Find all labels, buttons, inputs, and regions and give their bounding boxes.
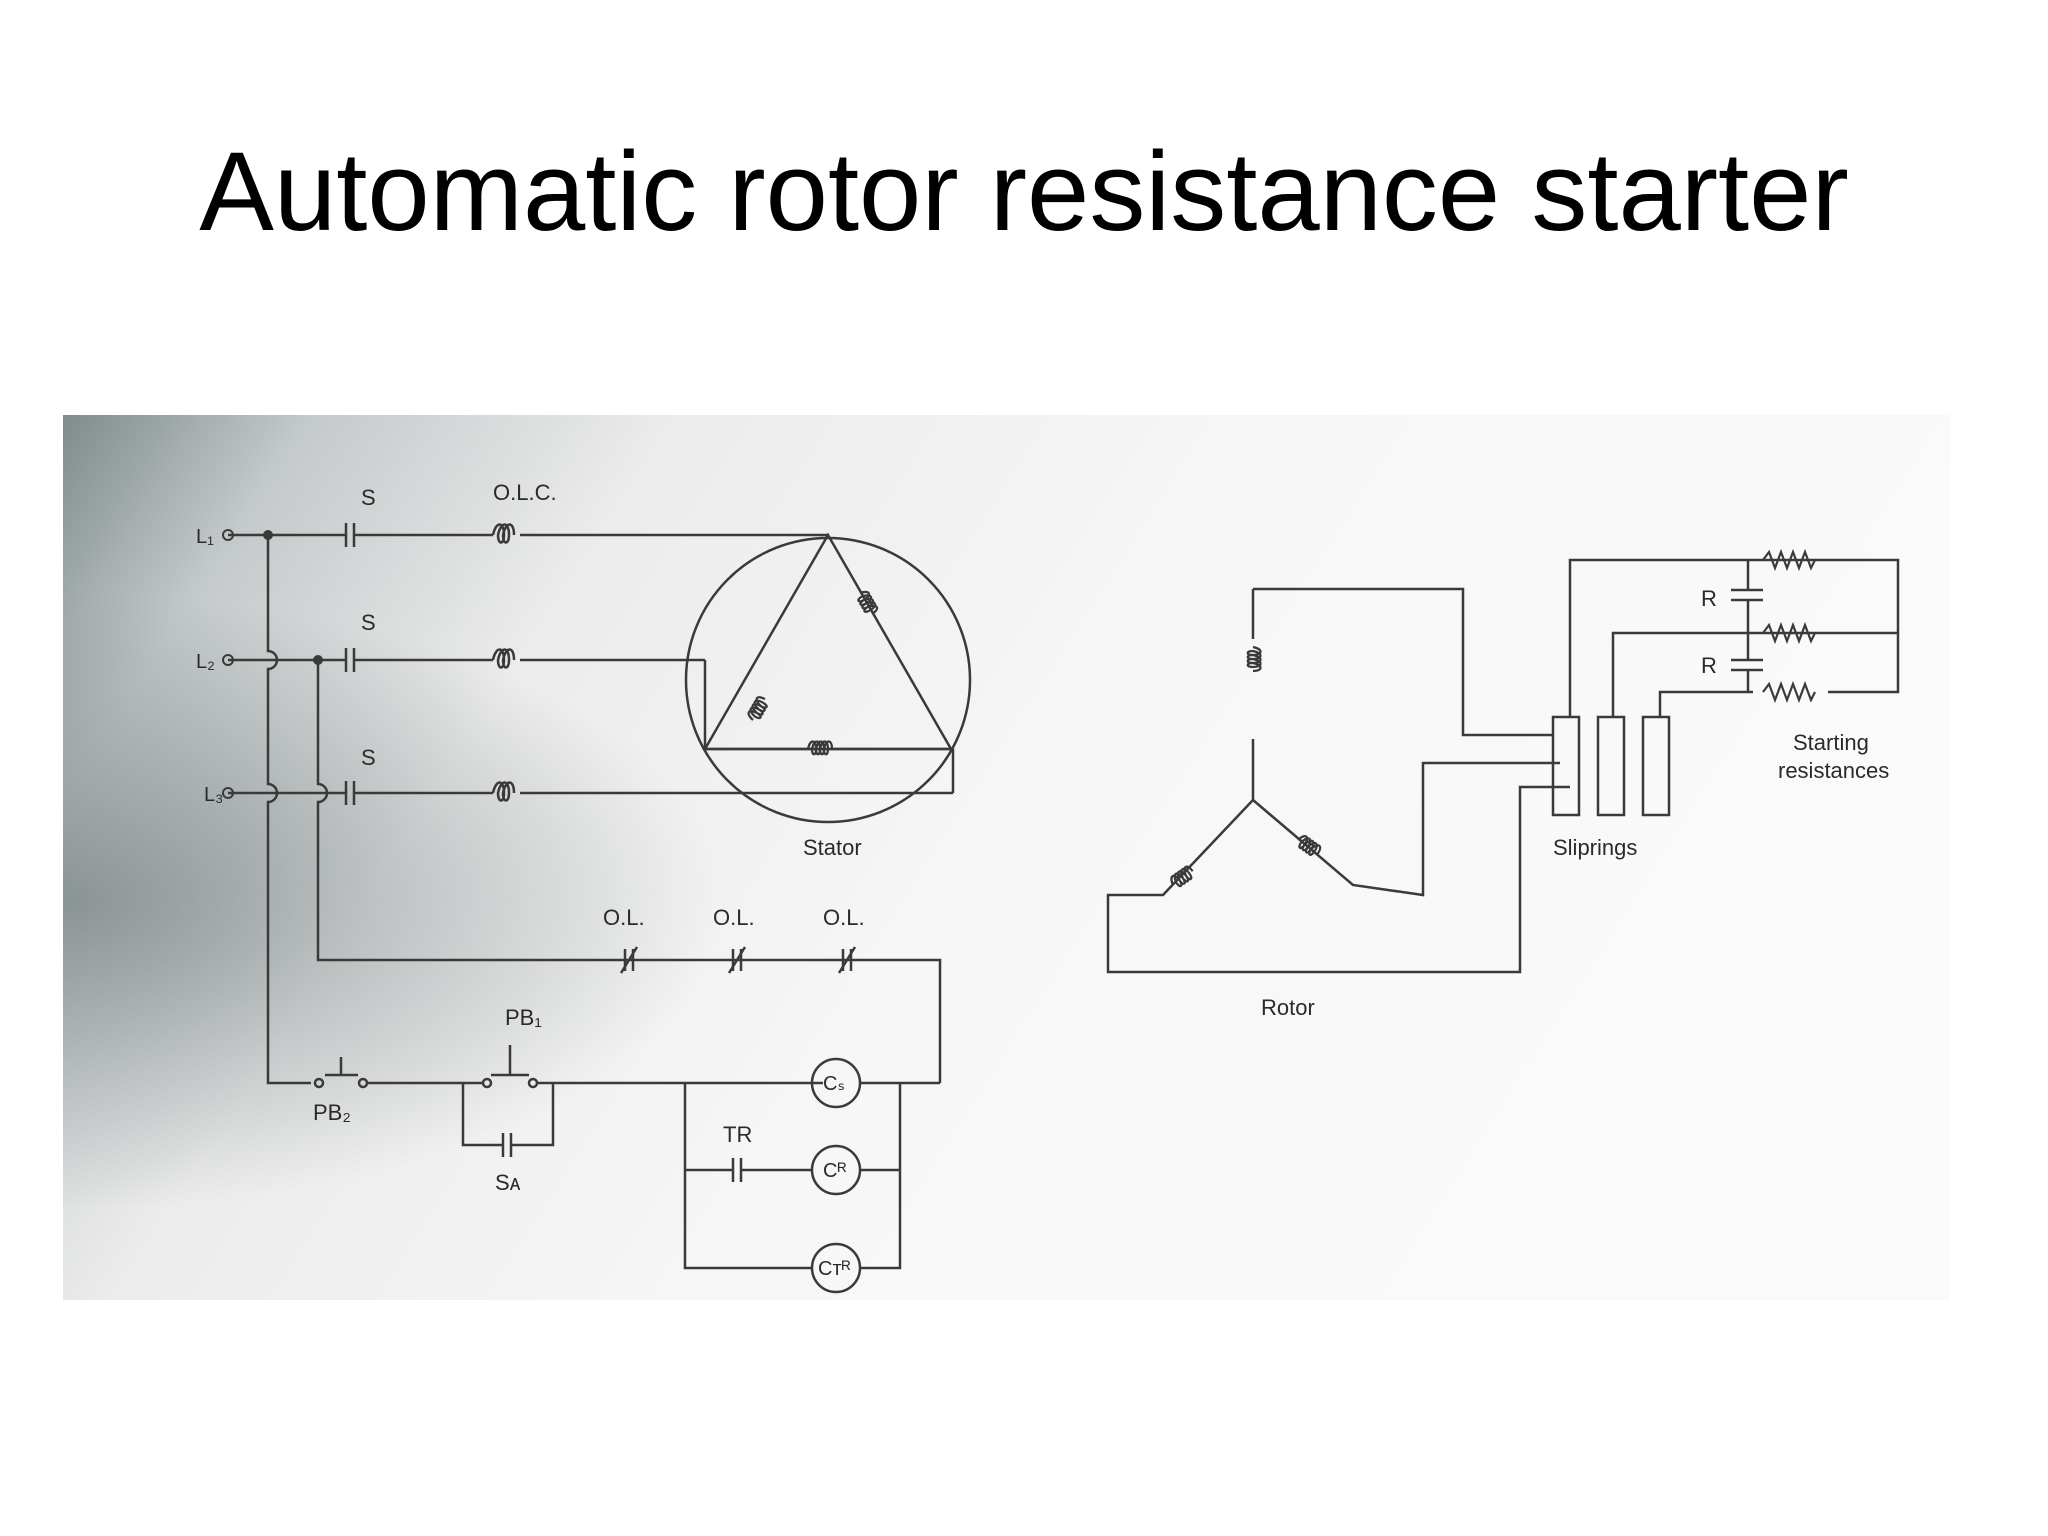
slide-title: Automatic rotor resistance starter — [199, 129, 1849, 254]
label-l3: L₃ — [204, 784, 223, 806]
label-tr: TR — [723, 1122, 752, 1147]
label-ol-3: O.L. — [823, 905, 865, 930]
label-s1: S — [361, 485, 376, 510]
label-s2: S — [361, 610, 376, 635]
label-l2: L₂ — [196, 651, 215, 673]
label-sliprings: Sliprings — [1553, 835, 1637, 860]
circuit-diagram-photo: L₁ L₂ L₃ S S S O.L.C. Stator O.L. O.L. O… — [63, 415, 1950, 1300]
label-ctr: Cᴛᴿ — [818, 1258, 851, 1280]
label-ol-1: O.L. — [603, 905, 645, 930]
label-pb2: PB₂ — [313, 1100, 351, 1125]
label-sa: Sᴀ — [495, 1170, 521, 1195]
label-resistances: resistances — [1778, 758, 1889, 783]
label-cr: Cᴿ — [823, 1160, 846, 1182]
label-cs: Cₛ — [823, 1073, 845, 1095]
label-ol-2: O.L. — [713, 905, 755, 930]
label-olc: O.L.C. — [493, 480, 557, 505]
label-r1: R — [1701, 586, 1717, 611]
label-starting: Starting — [1793, 730, 1869, 755]
label-stator: Stator — [803, 835, 862, 860]
label-rotor: Rotor — [1261, 995, 1315, 1020]
label-pb1: PB₁ — [505, 1005, 542, 1030]
label-s3: S — [361, 745, 376, 770]
label-l1: L₁ — [196, 526, 214, 548]
label-r2: R — [1701, 653, 1717, 678]
